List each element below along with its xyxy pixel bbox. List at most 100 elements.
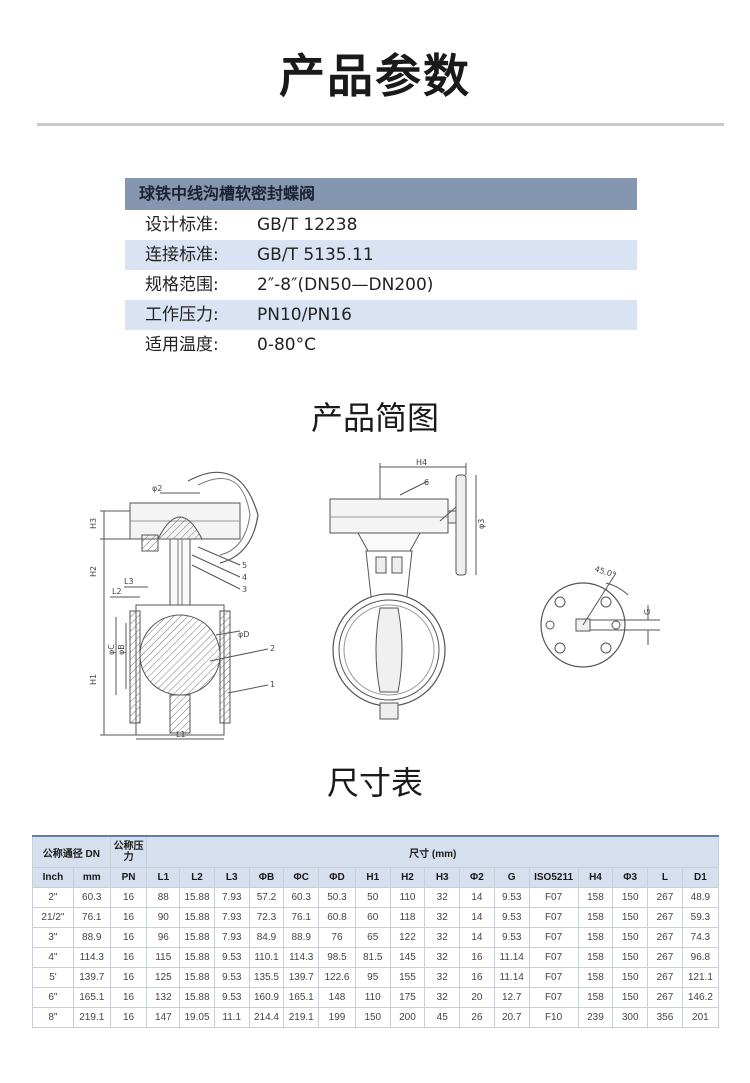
dim-label: H1 — [89, 674, 98, 685]
dim-label: L3 — [124, 577, 134, 586]
table-cell: 267 — [647, 907, 683, 928]
flange-view: 45.0° G — [540, 564, 660, 668]
table-cell: 15.88 — [179, 887, 215, 908]
table-cell: 32 — [424, 987, 461, 1008]
table-cell: 15.88 — [179, 987, 215, 1008]
spec-key: 规格范围: — [145, 275, 219, 295]
table-cell: 16 — [109, 947, 148, 968]
table-cell: 5' — [32, 967, 74, 988]
table-cell: 50.3 — [318, 887, 356, 908]
dim-label: L1 — [176, 730, 186, 739]
table-cell: 158 — [577, 887, 614, 908]
table-cell: 32 — [424, 927, 461, 948]
spec-value: PN10/PN16 — [257, 305, 352, 325]
table-cell: 9.53 — [213, 987, 250, 1008]
table-cell: 88.9 — [283, 927, 320, 948]
table-cell: 300 — [612, 1007, 649, 1028]
spec-row: 适用温度: 0-80°C — [125, 330, 637, 360]
product-drawing: φ2 H3 H2 H1 L3 L2 L1 φC φB φD 5 4 3 2 1 — [89, 458, 660, 740]
table-cell: 139.7 — [72, 967, 111, 988]
table-group-header: 尺寸 (mm) — [146, 835, 719, 868]
table-cell: 84.9 — [248, 927, 285, 948]
table-cell: 11.14 — [493, 967, 530, 988]
table-cell: 76 — [318, 927, 356, 948]
table-cell: 76.1 — [283, 907, 320, 928]
table-cell: 19.05 — [179, 1007, 215, 1028]
table-column-header: L1 — [146, 867, 181, 888]
table-cell: 74.3 — [681, 927, 720, 948]
table-cell: 147 — [146, 1007, 181, 1028]
table-column-header: mm — [72, 867, 111, 888]
table-cell: 2" — [32, 887, 74, 908]
table-cell: 175 — [389, 987, 426, 1008]
table-cell: 20.7 — [493, 1007, 530, 1028]
table-column-header: L2 — [179, 867, 215, 888]
table-cell: F07 — [528, 967, 579, 988]
side-view: H4 φ3 6 — [329, 458, 486, 720]
part-number: 1 — [270, 680, 275, 689]
table-cell: 14 — [459, 927, 495, 948]
part-number: 3 — [242, 585, 247, 594]
table-cell: 15.88 — [179, 947, 215, 968]
table-cell: 267 — [647, 947, 683, 968]
table-cell: 155 — [389, 967, 426, 988]
spec-key: 连接标准: — [145, 245, 219, 265]
dim-label: φC — [107, 644, 116, 655]
table-column-header: ISO5211 — [528, 867, 579, 888]
table-cell: 146.2 — [681, 987, 720, 1008]
table-group-header: 公称通径 DN — [32, 835, 111, 868]
table-cell: 110.1 — [248, 947, 285, 968]
spec-panel: 球铁中线沟槽软密封蝶阀 设计标准: GB/T 12238 连接标准: GB/T … — [125, 178, 637, 360]
table-cell: 267 — [647, 927, 683, 948]
table-group-header: 公称压力 — [109, 835, 148, 868]
title-divider — [37, 123, 724, 126]
part-number: 5 — [242, 561, 247, 570]
table-cell: 110 — [389, 887, 426, 908]
dim-label: φ2 — [152, 484, 162, 493]
table-cell: 88 — [146, 887, 181, 908]
table-cell: 158 — [577, 987, 614, 1008]
table-cell: 96 — [146, 927, 181, 948]
spec-header: 球铁中线沟槽软密封蝶阀 — [125, 178, 637, 210]
table-column-header: H1 — [354, 867, 391, 888]
table-cell: 16 — [459, 967, 495, 988]
table-cell: 239 — [577, 1007, 614, 1028]
table-column-header: Inch — [32, 867, 74, 888]
table-cell: F07 — [528, 947, 579, 968]
table-cell: 115 — [146, 947, 181, 968]
table-cell: 267 — [647, 987, 683, 1008]
table-cell: 95 — [354, 967, 391, 988]
table-cell: 165.1 — [72, 987, 111, 1008]
table-column-header: G — [493, 867, 530, 888]
table-cell: 7.93 — [213, 907, 250, 928]
dim-label: φ3 — [477, 519, 486, 529]
table-cell: 72.3 — [248, 907, 285, 928]
table-cell: 20 — [459, 987, 495, 1008]
table-cell: 201 — [681, 1007, 720, 1028]
table-cell: 145 — [389, 947, 426, 968]
table-cell: 114.3 — [283, 947, 320, 968]
table-column-header: ΦC — [283, 867, 320, 888]
table-column-header: ΦB — [248, 867, 285, 888]
table-cell: 3" — [32, 927, 74, 948]
dim-label: H4 — [416, 458, 427, 467]
table-cell: 21/2" — [32, 907, 74, 928]
spec-key: 设计标准: — [145, 215, 219, 235]
drawing-title: 产品简图 — [310, 399, 439, 437]
spec-value: 0-80°C — [257, 335, 316, 355]
table-cell: 60.8 — [318, 907, 356, 928]
table-cell: 9.53 — [493, 927, 530, 948]
table-cell: 150 — [612, 887, 649, 908]
table-column-header: PN — [109, 867, 148, 888]
table-cell: 90 — [146, 907, 181, 928]
table-cell: 267 — [647, 887, 683, 908]
dim-label: L2 — [112, 587, 122, 596]
table-cell: 158 — [577, 927, 614, 948]
table-cell: 11.14 — [493, 947, 530, 968]
spec-value: 2″-8″(DN50—DN200) — [257, 275, 434, 295]
table-cell: 110 — [354, 987, 391, 1008]
